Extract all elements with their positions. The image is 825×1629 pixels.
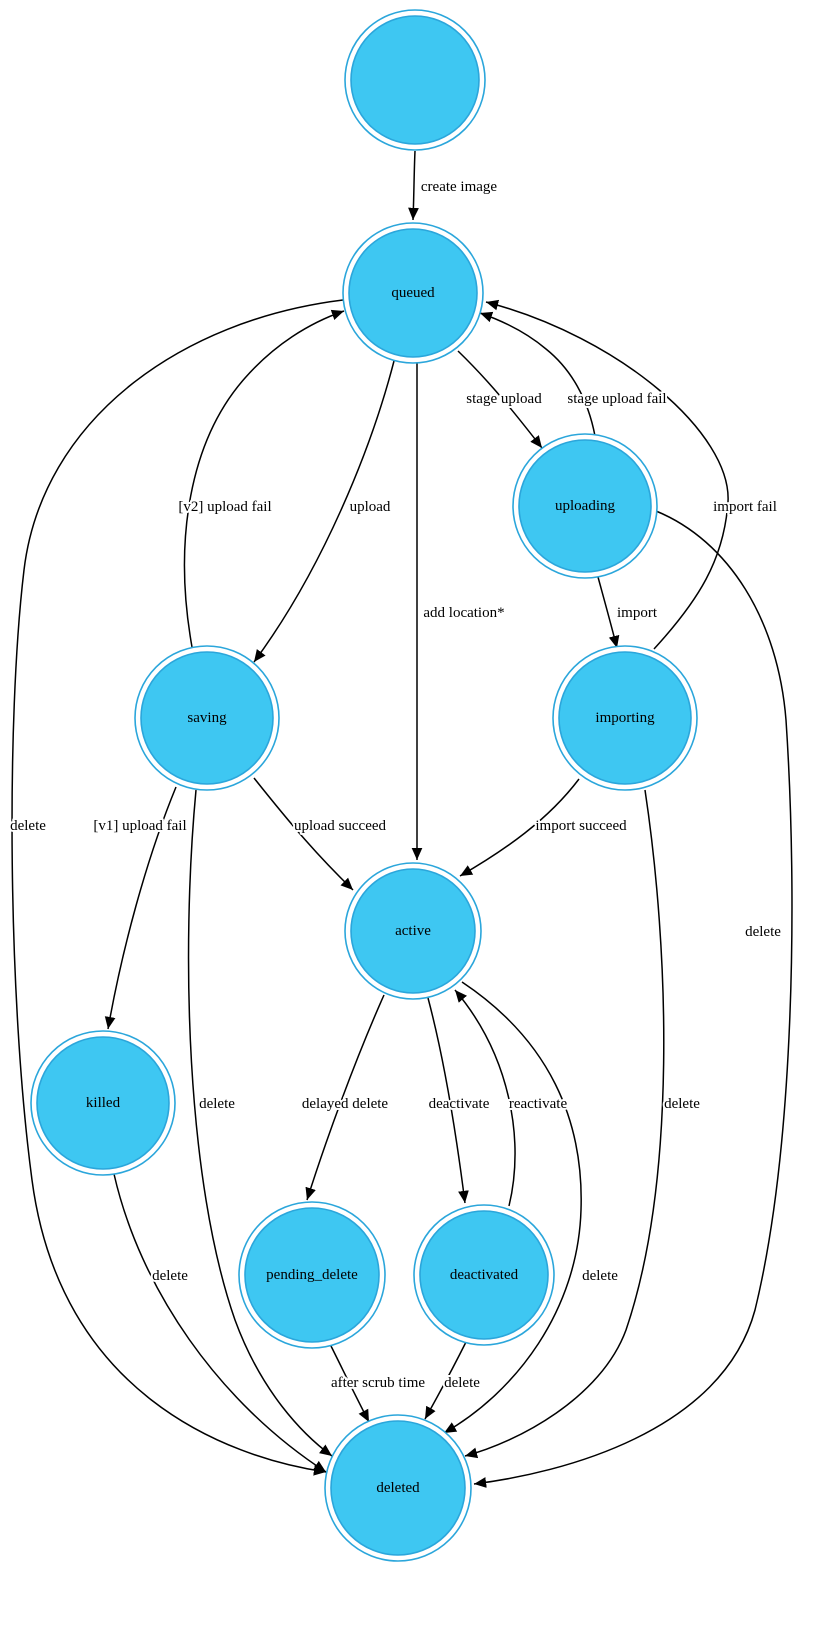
node-label-saving: saving	[187, 710, 227, 726]
edge-label-deactivated-active: reactivate	[509, 1096, 568, 1112]
edge-killed-deleted	[113, 1173, 327, 1473]
node-label-importing: importing	[595, 710, 655, 726]
state-node-deactivated: deactivated	[413, 1204, 555, 1346]
edge-active-pending_delete	[305, 994, 385, 1201]
edge-label-queued-active: add location*	[423, 605, 504, 621]
edge-saving-queued	[183, 309, 345, 648]
edge-queued-uploading	[457, 350, 543, 449]
edge-uploading-importing	[597, 576, 620, 649]
state-node-start	[344, 9, 486, 151]
edge-label-saving-queued: [v2] upload fail	[178, 499, 271, 515]
edge-label-queued-saving: upload	[350, 499, 391, 515]
edge-queued-deleted	[11, 299, 344, 1476]
node-inner-circle	[518, 439, 652, 573]
edge-label-active-pending_delete: delayed delete	[302, 1096, 389, 1112]
edge-saving-killed	[104, 786, 177, 1030]
edge-label-start-queued: create image	[421, 179, 498, 195]
node-inner-circle	[350, 15, 480, 145]
edge-label-queued-uploading: stage upload	[466, 391, 542, 407]
edge-label-saving-active: upload succeed	[294, 818, 387, 834]
edge-label-uploading-queued: stage upload fail	[567, 391, 666, 407]
node-inner-circle	[348, 228, 478, 358]
edge-labels-layer: create image stage upload stage upload fai…	[8, 177, 783, 1393]
state-node-importing: importing	[552, 645, 698, 791]
edge-uploading-deleted	[473, 510, 793, 1488]
edges-layer	[11, 150, 793, 1488]
edge-label-queued-deleted: delete	[10, 818, 46, 834]
edge-pending_delete-deleted	[329, 1343, 370, 1423]
edge-label-importing-queued: import fail	[713, 499, 777, 515]
edge-label-active-deactivated: deactivate	[429, 1096, 490, 1112]
edge-start-queued	[408, 150, 419, 221]
edge-queued-saving	[253, 360, 395, 663]
edge-label-importing-deleted: delete	[664, 1096, 700, 1112]
state-node-uploading: uploading	[512, 433, 658, 579]
node-inner-circle	[419, 1210, 549, 1340]
edge-label-saving-killed: [v1] upload fail	[93, 818, 186, 834]
node-label-uploading: uploading	[555, 498, 615, 514]
nodes-layer: queued uploading saving importing active kill…	[30, 9, 698, 1562]
edge-uploading-queued	[479, 311, 596, 437]
state-node-queued: queued	[342, 222, 484, 364]
edge-importing-active	[459, 778, 580, 877]
state-node-saving: saving	[134, 645, 280, 791]
state-node-active: active	[344, 862, 482, 1000]
edge-label-uploading-importing: import	[617, 605, 658, 621]
edge-label-pending_delete-deleted: after scrub time	[331, 1375, 425, 1391]
edge-label-importing-active: import succeed	[535, 818, 627, 834]
node-label-deactivated: deactivated	[450, 1267, 519, 1283]
node-inner-circle	[244, 1207, 380, 1343]
node-inner-circle	[330, 1420, 466, 1556]
edge-label-deactivated-deleted: delete	[444, 1375, 480, 1391]
edge-active-deleted	[443, 981, 582, 1434]
node-inner-circle	[36, 1036, 170, 1170]
edge-active-deactivated	[427, 997, 469, 1204]
node-label-queued: queued	[391, 285, 435, 301]
node-label-active: active	[395, 923, 431, 939]
edge-label-killed-deleted: delete	[152, 1268, 188, 1284]
edge-deactivated-active	[454, 989, 516, 1207]
edge-importing-queued	[485, 299, 729, 650]
state-node-killed: killed	[30, 1030, 176, 1176]
edge-saving-deleted	[187, 789, 333, 1457]
edge-importing-deleted	[464, 789, 665, 1459]
edge-saving-active	[253, 777, 354, 891]
node-label-deleted: deleted	[376, 1480, 420, 1496]
edge-deactivated-deleted	[424, 1341, 467, 1420]
node-inner-circle	[140, 651, 274, 785]
node-label-pending_delete: pending_delete	[266, 1267, 358, 1283]
node-label-killed: killed	[86, 1095, 121, 1111]
edge-label-saving-deleted: delete	[199, 1096, 235, 1112]
edge-label-uploading-deleted: delete	[745, 924, 781, 940]
edge-label-active-deleted: delete	[582, 1268, 618, 1284]
state-node-pending_delete: pending_delete	[238, 1201, 386, 1349]
node-inner-circle	[558, 651, 692, 785]
state-node-deleted: deleted	[324, 1414, 472, 1562]
node-inner-circle	[350, 868, 476, 994]
